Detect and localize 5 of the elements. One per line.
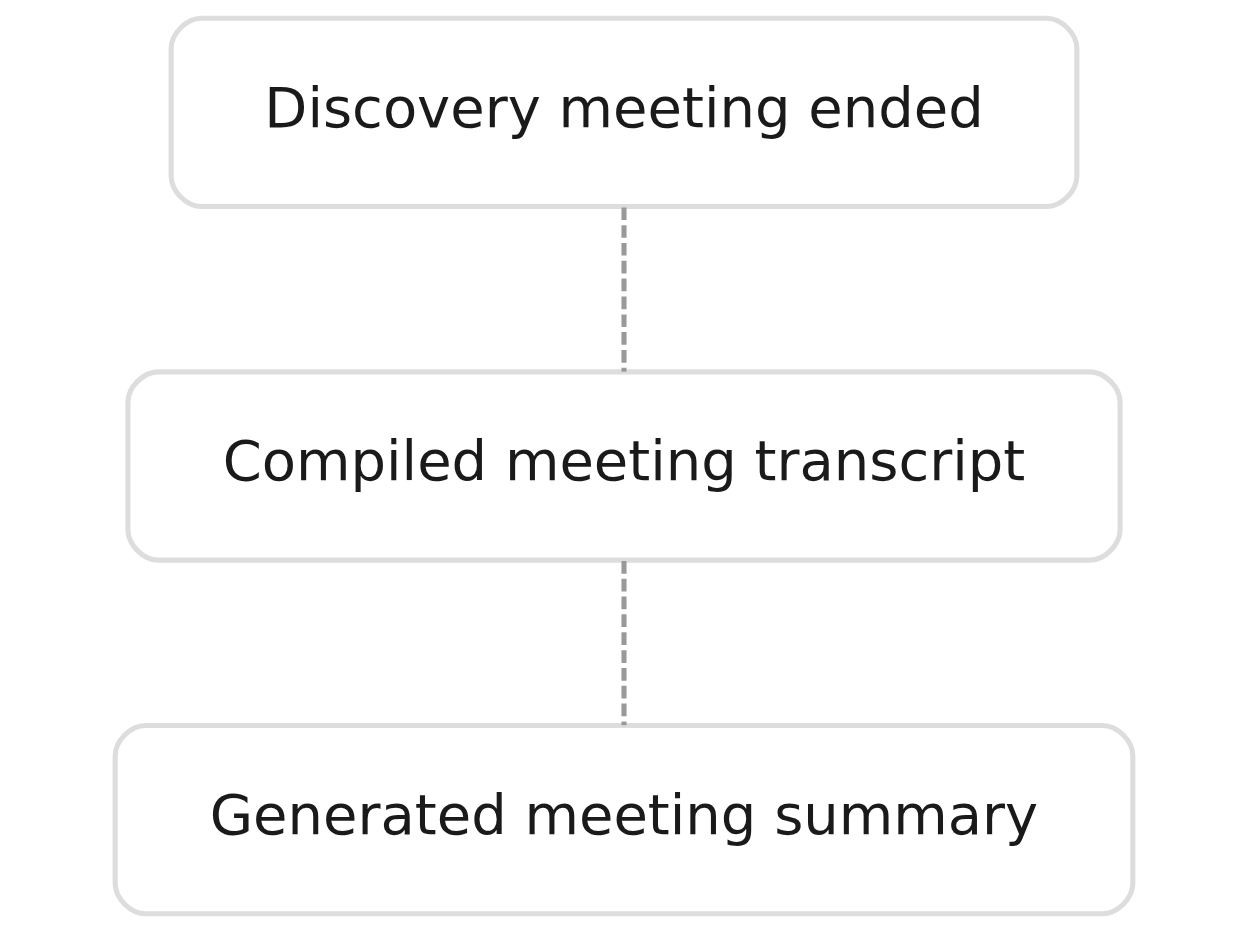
node-box: Generated meeting summary	[112, 722, 1136, 917]
connector	[621, 561, 627, 726]
node-box: Discovery meeting ended	[168, 15, 1080, 210]
node-box: Compiled meeting transcript	[125, 369, 1123, 563]
connector	[621, 207, 627, 372]
